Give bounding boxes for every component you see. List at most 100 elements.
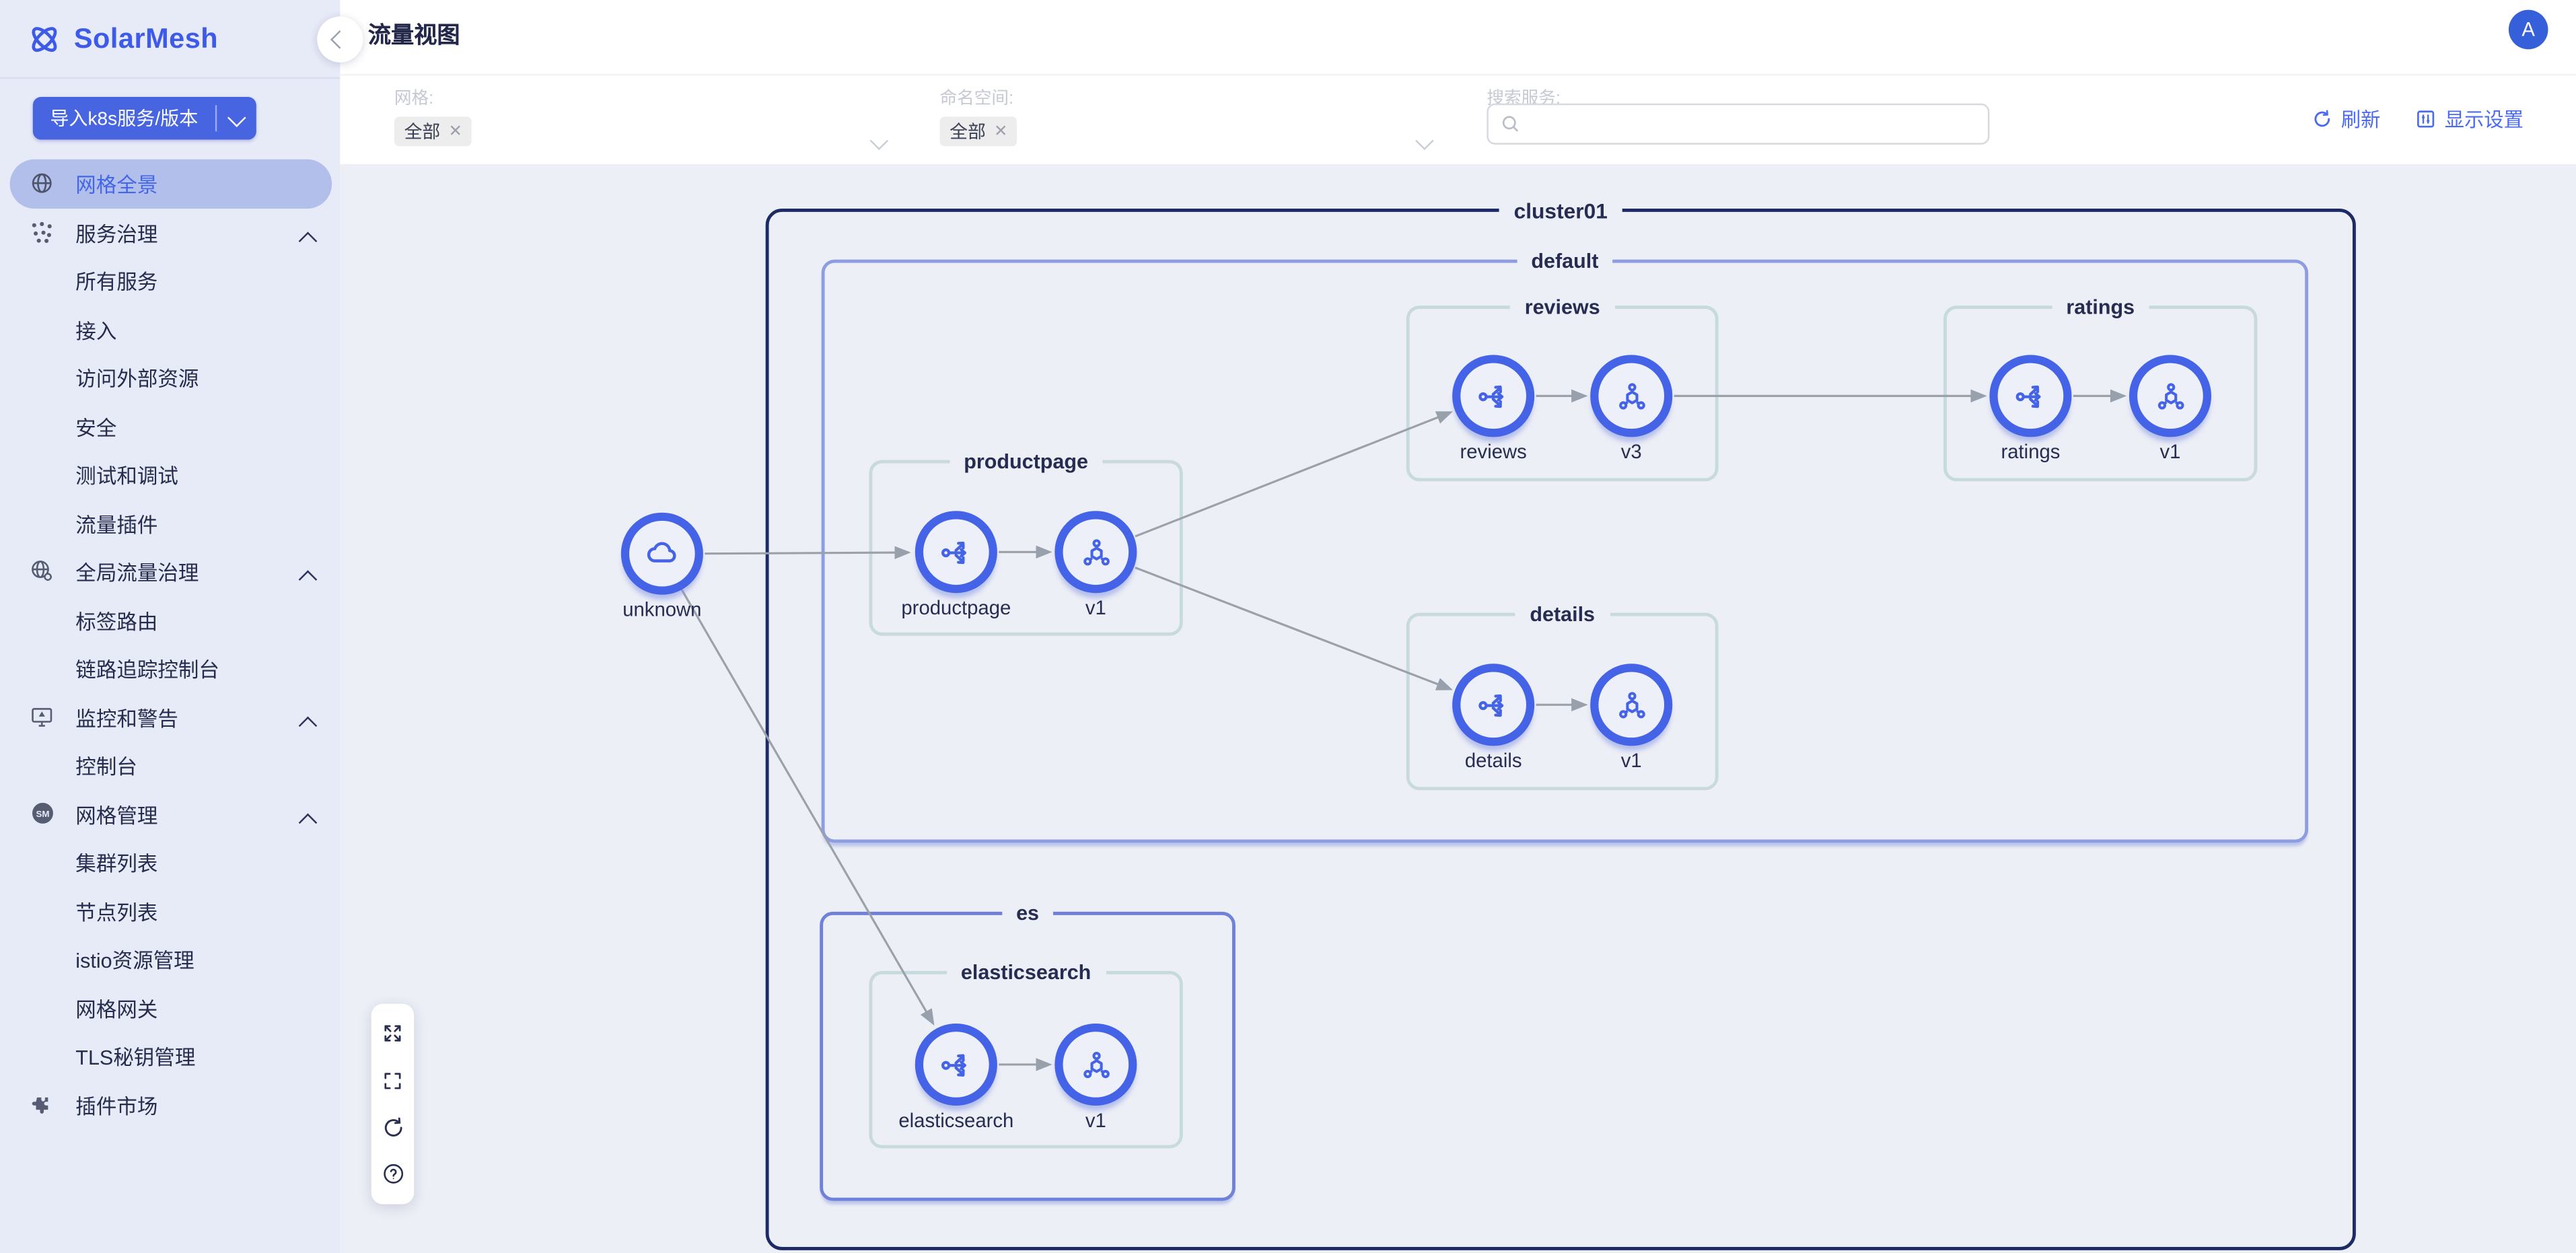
reload-icon bbox=[384, 1117, 402, 1137]
node-label: v3 bbox=[1620, 440, 1642, 464]
sidebar-item-mesh-overview[interactable]: 网格全景 bbox=[9, 159, 332, 208]
solarmesh-logo-icon bbox=[32, 26, 57, 51]
chevron-up-icon[interactable] bbox=[299, 713, 317, 736]
namespace-filter-chip[interactable]: 全部 ✕ bbox=[939, 116, 1018, 147]
namespace-dropdown-caret[interactable] bbox=[1415, 125, 1433, 155]
global-traffic-icon bbox=[28, 557, 57, 585]
node-label: reviews bbox=[1460, 440, 1527, 464]
sidebar-item-cluster-list[interactable]: 集群列表 bbox=[75, 853, 158, 876]
sidebar-item-traffic-plugins[interactable]: 流量插件 bbox=[75, 513, 158, 537]
edge-productpagev1-reviews bbox=[1135, 411, 1454, 538]
workload-icon[interactable] bbox=[1054, 511, 1137, 594]
sidebar-item-global-traffic[interactable]: 全局流量治理 bbox=[0, 547, 340, 596]
group-reviews: reviews bbox=[1406, 293, 1719, 482]
sidebar-item-plugin-market[interactable]: 插件市场 bbox=[0, 1080, 340, 1129]
sidebar-item-console[interactable]: 控制台 bbox=[75, 756, 137, 779]
node-label: productpage bbox=[901, 596, 1011, 620]
group-productpage-label: productpage bbox=[949, 448, 1103, 476]
service-governance-icon bbox=[28, 218, 57, 246]
sidebar-item-node-list[interactable]: 节点列表 bbox=[75, 901, 158, 925]
sidebar-item-all-services[interactable]: 所有服务 bbox=[75, 271, 158, 295]
sm-badge-text: SM bbox=[35, 810, 48, 820]
sidebar-item-tls-secrets[interactable]: TLS秘钥管理 bbox=[75, 1046, 196, 1070]
node-label: elasticsearch bbox=[898, 1108, 1014, 1133]
route-fanout-icon[interactable] bbox=[915, 511, 997, 594]
sidebar-item-istio-resources[interactable]: istio资源管理 bbox=[75, 950, 194, 973]
refresh-label: 刷新 bbox=[2340, 108, 2381, 132]
cluster-box: cluster01 bbox=[765, 196, 2356, 1250]
sidebar-item-monitor-alert[interactable]: 监控和警告 bbox=[0, 692, 340, 741]
node-label: v1 bbox=[1085, 1108, 1106, 1133]
namespace-default-label: default bbox=[1516, 248, 1614, 277]
chip-close-icon[interactable]: ✕ bbox=[448, 122, 462, 141]
edge-productpagev1-details bbox=[1135, 566, 1454, 690]
app-title: SolarMesh bbox=[73, 22, 219, 54]
chevron-down-icon bbox=[227, 109, 246, 127]
sidebar-item-label: 插件市场 bbox=[75, 1095, 158, 1118]
group-reviews-label: reviews bbox=[1509, 293, 1615, 322]
node-label: v1 bbox=[1620, 749, 1642, 773]
sidebar-item-mesh-gateway[interactable]: 网格网关 bbox=[75, 998, 158, 1022]
sidebar-item-test-debug[interactable]: 测试和调试 bbox=[75, 465, 178, 489]
route-fanout-icon[interactable] bbox=[1452, 355, 1535, 437]
chevron-up-icon[interactable] bbox=[299, 568, 317, 591]
workload-icon[interactable] bbox=[2128, 355, 2212, 437]
sidebar-item-external-resources[interactable]: 访问外部资源 bbox=[75, 368, 199, 392]
import-dropdown-caret[interactable] bbox=[217, 109, 256, 127]
sidebar-item-label: 服务治理 bbox=[75, 223, 158, 246]
plugin-market-icon bbox=[28, 1090, 57, 1118]
chevron-left-icon bbox=[331, 30, 349, 48]
search-input[interactable] bbox=[1487, 103, 1990, 145]
sidebar-item-label: 全局流量治理 bbox=[75, 562, 199, 585]
route-fanout-icon[interactable] bbox=[1452, 664, 1535, 746]
route-fanout-icon[interactable] bbox=[1989, 355, 2072, 437]
sidebar-item-mesh-manage[interactable]: SM 网格管理 bbox=[0, 789, 340, 838]
fullscreen-button[interactable] bbox=[376, 1064, 409, 1097]
group-ratings: ratings bbox=[1943, 293, 2258, 482]
group-details-label: details bbox=[1515, 601, 1610, 630]
import-k8s-label: 导入k8s服务/版本 bbox=[50, 110, 199, 130]
topbar: 流量视图 A 网格: 全部 ✕ 命名空间: 全部 ✕ 搜索服务: bbox=[340, 0, 2576, 165]
chevron-up-icon[interactable] bbox=[299, 229, 317, 252]
sidebar: SolarMesh 导入k8s服务/版本 网格全景 bbox=[0, 0, 341, 1253]
sidebar-collapse-button[interactable] bbox=[317, 16, 363, 63]
mesh-filter-chip[interactable]: 全部 ✕ bbox=[394, 116, 472, 147]
sidebar-item-security[interactable]: 安全 bbox=[75, 417, 117, 440]
reload-graph-button[interactable] bbox=[376, 1111, 409, 1144]
monitor-alert-icon bbox=[28, 703, 57, 731]
refresh-button[interactable]: 刷新 bbox=[2312, 105, 2381, 133]
logo: SolarMesh bbox=[0, 0, 341, 79]
topology-canvas[interactable]: cluster01 default es reviews ratings pro… bbox=[340, 164, 2576, 1253]
page-title: 流量视图 bbox=[367, 21, 460, 48]
sidebar-item-service-governance[interactable]: 服务治理 bbox=[0, 208, 340, 256]
display-settings-button[interactable]: 显示设置 bbox=[2415, 105, 2524, 133]
sidebar-item-ingress[interactable]: 接入 bbox=[75, 320, 117, 343]
group-ratings-label: ratings bbox=[2051, 293, 2150, 322]
fit-view-button[interactable] bbox=[376, 1017, 409, 1050]
workload-icon[interactable] bbox=[1590, 664, 1673, 746]
edge-unknown-elasticsearch bbox=[680, 589, 935, 1026]
workload-icon[interactable] bbox=[1054, 1023, 1137, 1106]
avatar[interactable]: A bbox=[2508, 9, 2548, 50]
refresh-icon bbox=[2314, 110, 2330, 127]
namespace-es-label: es bbox=[1001, 900, 1054, 929]
chevron-up-icon[interactable] bbox=[299, 810, 317, 833]
chip-close-icon[interactable]: ✕ bbox=[994, 122, 1008, 141]
mesh-dropdown-caret[interactable] bbox=[869, 125, 888, 155]
help-button[interactable] bbox=[376, 1158, 409, 1191]
route-fanout-icon[interactable] bbox=[915, 1023, 997, 1106]
globe-icon bbox=[28, 170, 57, 198]
sidebar-item-label-routing[interactable]: 标签路由 bbox=[75, 610, 158, 634]
workload-icon[interactable] bbox=[1590, 355, 1673, 437]
header-divider bbox=[340, 73, 2576, 76]
sidebar-menu: 网格全景 服务治理 所有服务 接入 访问外部资源 安全 测试和调试 流量插件 bbox=[0, 159, 340, 1129]
namespace-default-box: default bbox=[821, 248, 2309, 843]
cloud-icon[interactable] bbox=[620, 512, 703, 595]
edge-unknown-productpage bbox=[705, 546, 911, 559]
import-k8s-button[interactable]: 导入k8s服务/版本 bbox=[32, 97, 256, 140]
sidebar-item-tracing-console[interactable]: 链路追踪控制台 bbox=[75, 659, 219, 682]
edge-layer bbox=[680, 389, 2127, 1071]
search-icon bbox=[1502, 116, 1519, 132]
node-label: v1 bbox=[1085, 596, 1106, 620]
sidebar-item-label: 监控和警告 bbox=[75, 707, 178, 731]
